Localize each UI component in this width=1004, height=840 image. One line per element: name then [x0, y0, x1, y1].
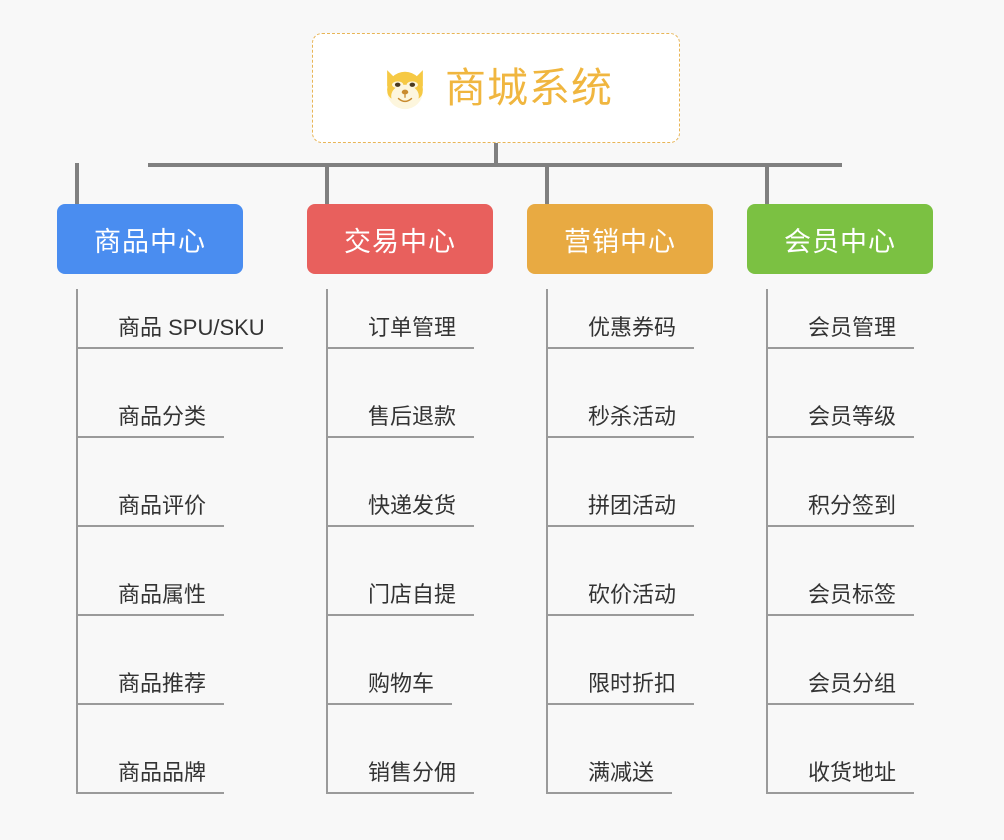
leaf-item[interactable]: 收货地址 [766, 738, 915, 794]
leaf-item[interactable]: 商品 SPU/SKU [76, 293, 283, 349]
leaf-item[interactable]: 会员分组 [766, 649, 915, 705]
connector-drop-member-center [765, 163, 769, 204]
leaf-item-label: 商品属性 [76, 582, 225, 616]
leaf-spine-marketing-center [546, 289, 548, 794]
leaf-item-label: 订单管理 [326, 315, 475, 349]
leaf-item-label: 收货地址 [766, 760, 915, 794]
leaf-item-label: 售后退款 [326, 404, 475, 438]
leaf-item[interactable]: 满减送 [546, 738, 673, 794]
leaf-item[interactable]: 会员管理 [766, 293, 915, 349]
leaf-item[interactable]: 商品属性 [76, 560, 225, 616]
leaf-item[interactable]: 限时折扣 [546, 649, 695, 705]
connector-drop-trade-center [325, 163, 329, 204]
category-header-marketing-center[interactable]: 营销中心 [527, 204, 713, 274]
leaf-item[interactable]: 拼团活动 [546, 471, 695, 527]
connector-root-stem [494, 143, 498, 167]
leaf-item-label: 购物车 [326, 671, 453, 705]
dog-face-icon [387, 70, 423, 110]
leaf-item-label: 拼团活动 [546, 493, 695, 527]
category-header-trade-center[interactable]: 交易中心 [307, 204, 493, 274]
leaf-item[interactable]: 秒杀活动 [546, 382, 695, 438]
leaf-item[interactable]: 快递发货 [326, 471, 475, 527]
category-header-product-center[interactable]: 商品中心 [57, 204, 243, 274]
leaf-item-label: 商品推荐 [76, 671, 225, 705]
category-header-member-center[interactable]: 会员中心 [747, 204, 933, 274]
root-node-shopping-mall-system[interactable]: 商城系统 [312, 33, 680, 143]
leaf-item[interactable]: 门店自提 [326, 560, 475, 616]
leaf-item[interactable]: 会员标签 [766, 560, 915, 616]
leaf-item-label: 秒杀活动 [546, 404, 695, 438]
leaf-item-label: 会员标签 [766, 582, 915, 616]
leaf-item-label: 限时折扣 [546, 671, 695, 705]
root-node-title: 商城系统 [445, 64, 613, 111]
leaf-item-label: 会员等级 [766, 404, 915, 438]
leaf-item[interactable]: 售后退款 [326, 382, 475, 438]
leaf-item-label: 优惠券码 [546, 315, 695, 349]
leaf-item-label: 积分签到 [766, 493, 915, 527]
leaf-item[interactable]: 商品品牌 [76, 738, 225, 794]
leaf-item-label: 快递发货 [326, 493, 475, 527]
leaf-item[interactable]: 订单管理 [326, 293, 475, 349]
leaf-item-label: 满减送 [546, 760, 673, 794]
leaf-item[interactable]: 商品推荐 [76, 649, 225, 705]
connector-horizontal-bus [148, 163, 842, 167]
leaf-item[interactable]: 购物车 [326, 649, 453, 705]
leaf-item-label: 会员管理 [766, 315, 915, 349]
leaf-item[interactable]: 积分签到 [766, 471, 915, 527]
leaf-spine-trade-center [326, 289, 328, 794]
leaf-item-label: 会员分组 [766, 671, 915, 705]
leaf-spine-member-center [766, 289, 768, 794]
leaf-spine-product-center [76, 289, 78, 794]
leaf-item-label: 砍价活动 [546, 582, 695, 616]
connector-drop-product-center [75, 163, 79, 204]
leaf-item-label: 商品 SPU/SKU [76, 315, 283, 349]
leaf-item-label: 商品评价 [76, 493, 225, 527]
leaf-item[interactable]: 销售分佣 [326, 738, 475, 794]
leaf-item-label: 门店自提 [326, 582, 475, 616]
leaf-item[interactable]: 商品分类 [76, 382, 225, 438]
leaf-item-label: 商品品牌 [76, 760, 225, 794]
leaf-item[interactable]: 优惠券码 [546, 293, 695, 349]
leaf-item-label: 销售分佣 [326, 760, 475, 794]
leaf-item-label: 商品分类 [76, 404, 225, 438]
leaf-item[interactable]: 会员等级 [766, 382, 915, 438]
connector-drop-marketing-center [545, 163, 549, 204]
leaf-item[interactable]: 商品评价 [76, 471, 225, 527]
leaf-item[interactable]: 砍价活动 [546, 560, 695, 616]
